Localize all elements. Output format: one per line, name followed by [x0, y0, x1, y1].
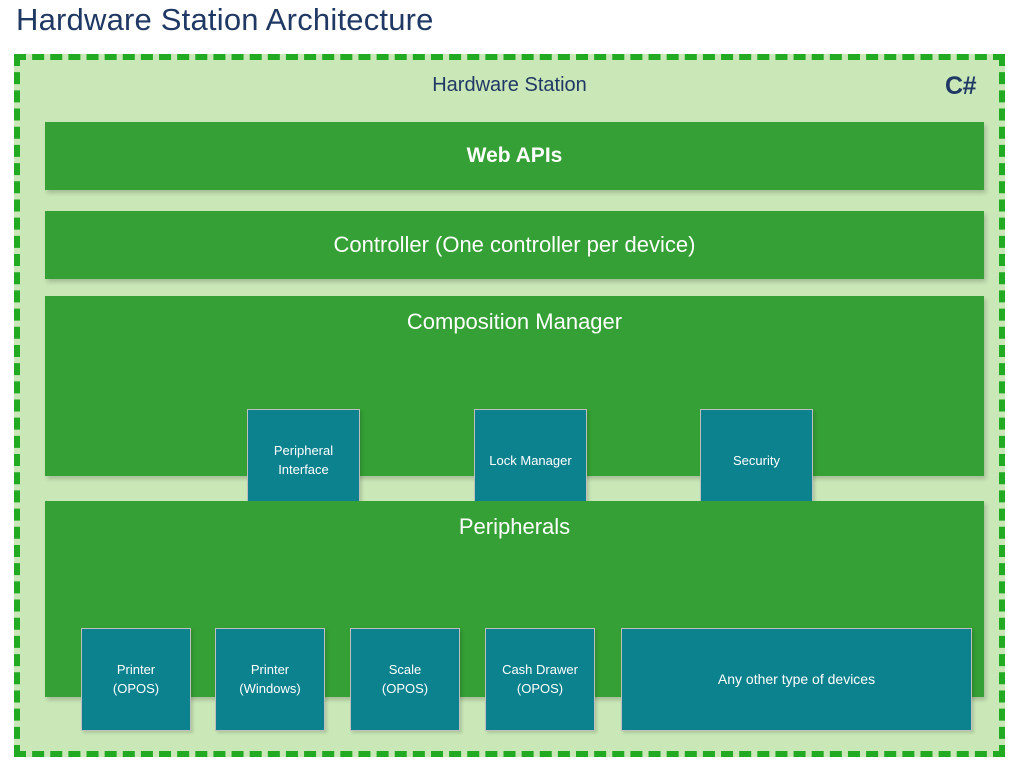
layer-controller: Controller (One controller per device) — [45, 211, 984, 279]
component-any-other-devices: Any other type of devices — [621, 628, 972, 731]
csharp-language-badge: C# — [945, 72, 976, 100]
layer-peripherals-title: Peripherals — [458, 514, 571, 539]
hardware-station-container: Hardware Station C# Web APIs Controller … — [14, 54, 1005, 757]
component-peripheral-interface-label: Peripheral Interface — [273, 443, 334, 477]
component-cash-drawer-opos-label: Cash Drawer (OPOS) — [502, 661, 578, 696]
component-printer-windows-label: Printer (Windows) — [239, 661, 301, 696]
component-peripheral-interface: Peripheral Interface — [247, 409, 360, 513]
component-lock-manager: Lock Manager — [474, 409, 587, 513]
layer-composition-manager: Composition Manager Peripheral Interface… — [45, 296, 984, 513]
layer-peripherals: Peripherals Printer (OPOS) Printer (Wind… — [45, 501, 984, 731]
component-any-other-devices-label: Any other type of devices — [717, 671, 876, 688]
component-scale-opos: Scale (OPOS) — [350, 628, 460, 731]
layer-web-apis-title: Web APIs — [466, 144, 563, 167]
hardware-station-label: Hardware Station — [432, 74, 587, 96]
component-scale-opos-label: Scale (OPOS) — [381, 661, 429, 696]
component-lock-manager-label: Lock Manager — [489, 452, 572, 468]
component-printer-opos: Printer (OPOS) — [81, 628, 191, 731]
component-printer-opos-label: Printer (OPOS) — [112, 661, 160, 696]
page-title: Hardware Station Architecture — [16, 2, 434, 37]
layer-controller-title: Controller (One controller per device) — [333, 232, 696, 257]
component-printer-windows: Printer (Windows) — [215, 628, 325, 731]
component-security-label: Security — [733, 452, 780, 468]
layer-web-apis: Web APIs — [45, 122, 984, 190]
component-security: Security — [700, 409, 813, 513]
component-cash-drawer-opos: Cash Drawer (OPOS) — [485, 628, 595, 731]
layer-composition-manager-title: Composition Manager — [406, 309, 623, 334]
